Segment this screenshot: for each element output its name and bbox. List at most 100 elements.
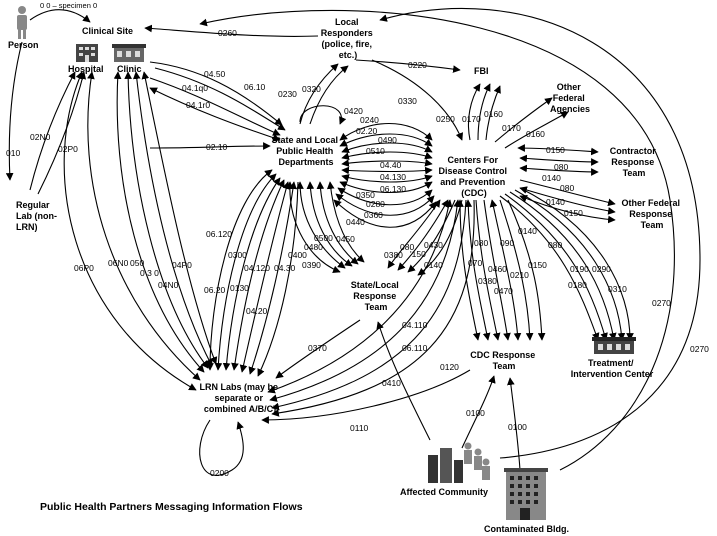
edge-label: 0160 (526, 129, 545, 139)
edge-label: '150 (410, 249, 426, 259)
affected-community-icon (428, 442, 490, 483)
edge-label: 0230 (278, 89, 297, 99)
node-clinical-site: Clinical Site (82, 26, 133, 36)
edge-label: 0170 (462, 114, 481, 124)
edge-label: 0200 (210, 468, 229, 478)
edge-label: 0500 (314, 233, 333, 243)
edges (5, 8, 701, 476)
edge-label: 0240 (360, 115, 379, 125)
edge-label: 090 (500, 238, 514, 248)
edge-label: 050 (130, 258, 144, 268)
edge-label: 0310 (608, 284, 627, 294)
edge-label: 0100 (466, 408, 485, 418)
edge-label: 010 (6, 148, 20, 158)
edge-label: 04.1q0 (182, 83, 208, 93)
edge-label: 02.20 (356, 126, 378, 136)
edge-label: 0410 (382, 378, 401, 388)
edge-label: 080 (560, 183, 574, 193)
edge-label: 0130 (230, 283, 249, 293)
edge-label: 070 (468, 258, 482, 268)
edge-label: 0 3 0 (140, 268, 159, 278)
edge-label: 0120 (440, 362, 459, 372)
edge-label: 0330 (398, 96, 417, 106)
node-other-federal-agencies: Other Federal Agencies (550, 82, 590, 114)
edge-label: 0160 (484, 109, 503, 119)
edge-label: 0470 (494, 286, 513, 296)
edge-label: 0440 (346, 217, 365, 227)
edge-label: 0480 (304, 242, 323, 252)
node-lrn-labs: LRN Labs (may be separate or combined A/… (199, 382, 280, 414)
node-affected-community: Affected Community (400, 487, 488, 497)
node-treatment-center: Treatment/ Intervention Center (571, 358, 654, 379)
treatment-center-icon (592, 337, 636, 354)
hospital-icon (76, 44, 98, 62)
edge-label: 06.20 (204, 285, 226, 295)
person-icon (17, 6, 27, 39)
edge-label: 04.120 (244, 263, 270, 273)
edge-label: 0420 (344, 106, 363, 116)
clinic-icon (112, 44, 146, 62)
node-cdc-response-team: CDC Response Team (470, 350, 538, 371)
contaminated-building-icon (504, 468, 548, 520)
edge-label: 0250 (436, 114, 455, 124)
edge-label: 080 (554, 162, 568, 172)
edge-label: 06.10 (244, 82, 266, 92)
edge-label: 04.30 (274, 263, 296, 273)
node-clinic: Clinic (117, 64, 142, 74)
edge-label: 0290 (592, 264, 611, 274)
edge-label: 04.1r0 (186, 100, 210, 110)
node-local-responders: Local Responders (police, fire, etc.) (321, 17, 376, 60)
edge-label: 0140 (546, 197, 565, 207)
edge-label: 0380 (478, 276, 497, 286)
node-person: Person (8, 40, 39, 50)
edge-label: 0140 (542, 173, 561, 183)
edge-label: 0300 (228, 250, 247, 260)
edge-label: 06N0 (108, 258, 129, 268)
edge-label: 0220 (408, 60, 427, 70)
edge-label: 0320 (302, 84, 321, 94)
node-fbi: FBI (474, 66, 489, 76)
edge-label: 0510 (366, 146, 385, 156)
person-note: 0 0 – specimen 0 (40, 1, 97, 10)
node-other-federal-team: Other Federal Response Team (621, 198, 682, 230)
edge-label: 04.50 (204, 69, 226, 79)
edge-label: 04.40 (380, 160, 402, 170)
edge-label: 0360 (364, 210, 383, 220)
node-state-local-health: State and Local Public Health Department… (271, 135, 340, 167)
edge-label: 0140 (424, 260, 443, 270)
edge-label: 080 (548, 240, 562, 250)
edge-label: 0280 (366, 199, 385, 209)
edge-label: 0390 (302, 260, 321, 270)
edge-label: 0460 (488, 264, 507, 274)
node-contractor-team: Contractor Response Team (610, 146, 659, 178)
edge-label: 0350 (356, 190, 375, 200)
edge-label: 080 (474, 238, 488, 248)
edge-label: 0490 (378, 135, 397, 145)
edge-label: 0180 (568, 280, 587, 290)
edge-label: 0100 (508, 422, 527, 432)
node-regular-lab: Regular Lab (non- LRN) (16, 200, 60, 232)
edge-label: 0270 (652, 298, 671, 308)
edge-label: 080 (400, 242, 414, 252)
edge-label: 04.20 (246, 306, 268, 316)
edge-label: 0380 (384, 250, 403, 260)
edge-label: 0400 (288, 250, 307, 260)
node-labels: 0 0 – specimen 0 Person Clinical Site Ho… (8, 1, 682, 534)
edge-label: 0150 (564, 208, 583, 218)
edge-label: 0260 (218, 28, 237, 38)
edge-label: 0110 (350, 423, 369, 433)
edge-label: 04.110 (402, 320, 428, 330)
edge-label: 02.10 (206, 142, 228, 152)
edge-label: 0170 (502, 123, 521, 133)
edge-label: 02P0 (58, 144, 78, 154)
node-contaminated-building: Contaminated Bldg. (484, 524, 569, 534)
edge-label: 06.110 (402, 343, 428, 353)
edge-labels: 0260 04.50 06.10 04.1q0 04.1r0 0230 0320… (6, 28, 709, 478)
edge-label: 06P0 (74, 263, 94, 273)
edge-label: 0450 (336, 234, 355, 244)
edge-label: 0270 (690, 344, 709, 354)
edge-label: 02N0 (30, 132, 51, 142)
edge-label: 06.130 (380, 184, 406, 194)
